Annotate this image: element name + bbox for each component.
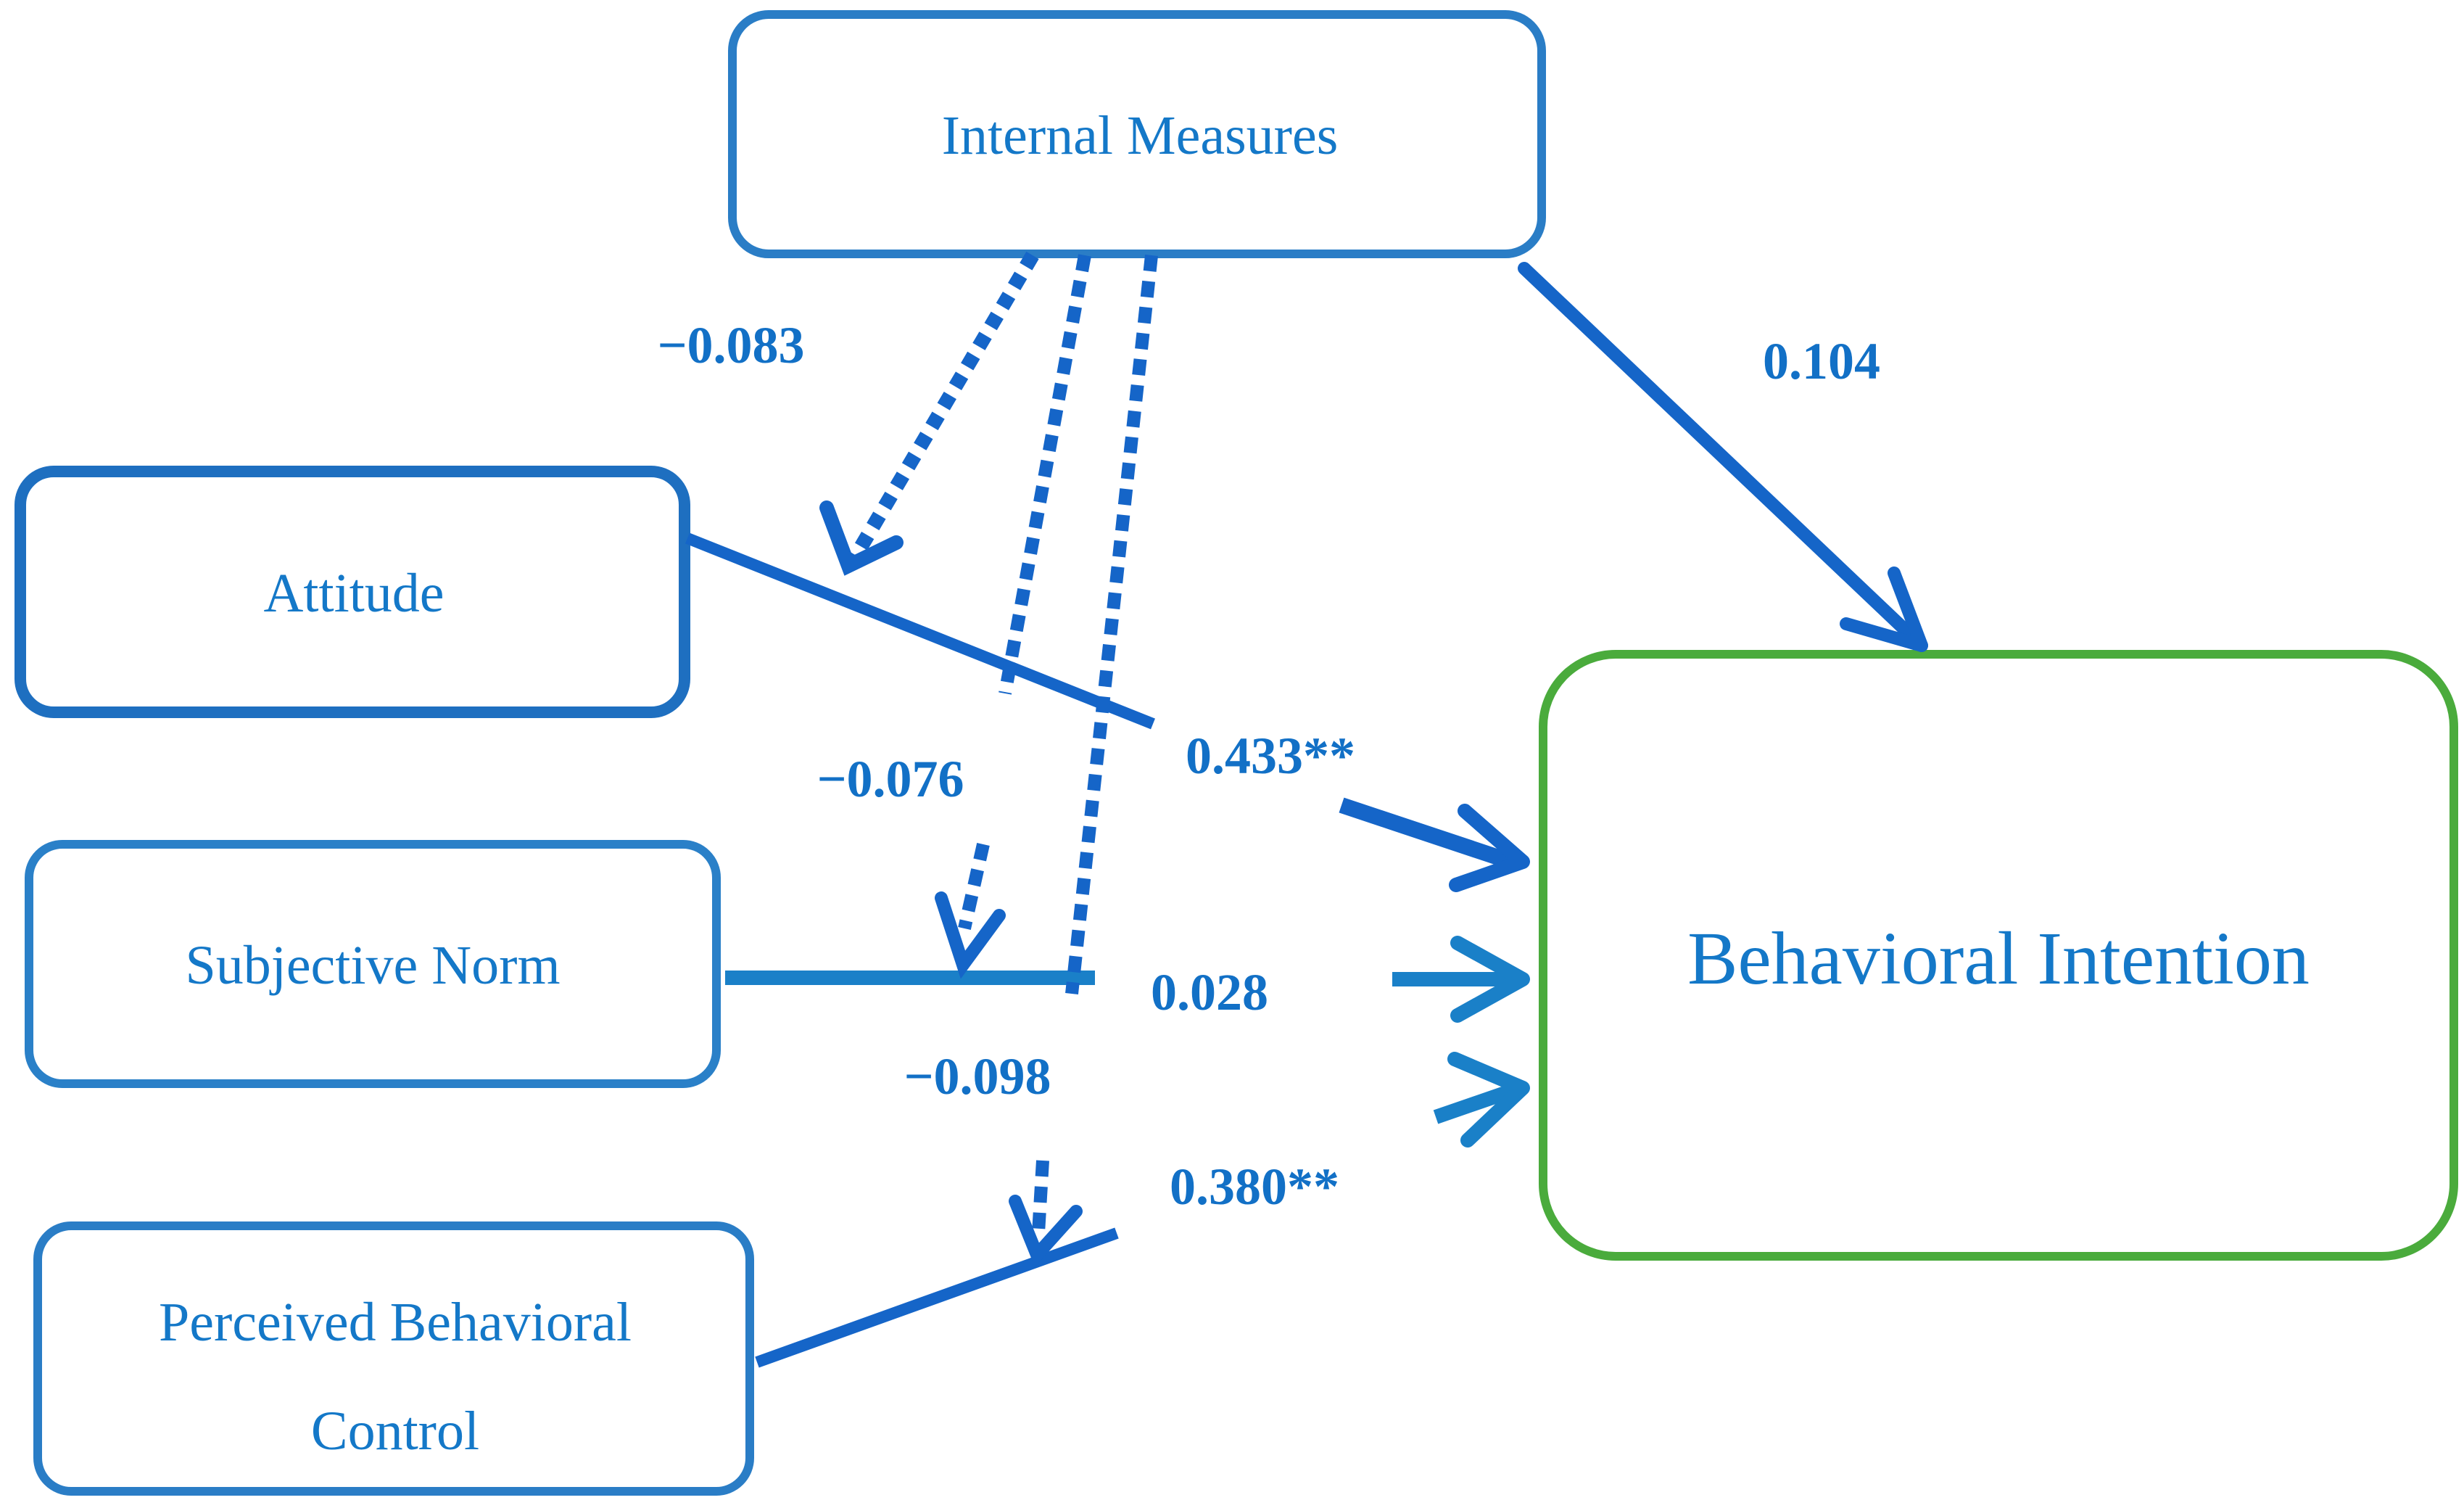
perceived-behavioral-control-node: Perceived Behavioral Control xyxy=(33,1221,754,1496)
internal-measures-label: Internal Measures xyxy=(942,105,1339,166)
subjective-norm-node: Subjective Norm xyxy=(25,840,721,1088)
im-to-bi-arrow xyxy=(1518,262,1928,652)
pbc-label-line2: Control xyxy=(311,1401,479,1462)
behavioral-intention-label: Behavioral Intention xyxy=(1687,917,2310,1000)
pbc-path-line xyxy=(755,1227,1119,1368)
coef-im-bi: 0.104 xyxy=(1763,332,1880,390)
subjective-norm-label: Subjective Norm xyxy=(185,935,560,996)
attitude-node: Attitude xyxy=(15,466,690,718)
attitude-to-bi-arrow xyxy=(1339,797,1530,892)
pbc-label-line1: Perceived Behavioral xyxy=(159,1292,632,1353)
coef-im-sn: −0.076 xyxy=(816,750,964,808)
coef-im-pbc: −0.098 xyxy=(904,1047,1051,1105)
coef-sn-bi: 0.028 xyxy=(1151,963,1268,1021)
sn-to-bi-arrow xyxy=(1392,936,1530,1023)
im-to-sn-moderation xyxy=(935,254,1091,979)
internal-measures-node: Internal Measures xyxy=(728,10,1546,258)
pbc-to-bi-arrow xyxy=(1433,1052,1530,1148)
attitude-path-line xyxy=(685,532,1155,730)
im-to-pbc-moderation xyxy=(1009,255,1158,1267)
behavioral-intention-node: Behavioral Intention xyxy=(1539,650,2458,1261)
coef-pbc-bi: 0.380** xyxy=(1170,1158,1339,1216)
coef-attitude-bi: 0.433** xyxy=(1186,727,1355,785)
attitude-label: Attitude xyxy=(263,563,444,624)
coef-im-attitude: −0.083 xyxy=(657,316,804,374)
im-to-attitude-moderation xyxy=(819,251,1039,576)
